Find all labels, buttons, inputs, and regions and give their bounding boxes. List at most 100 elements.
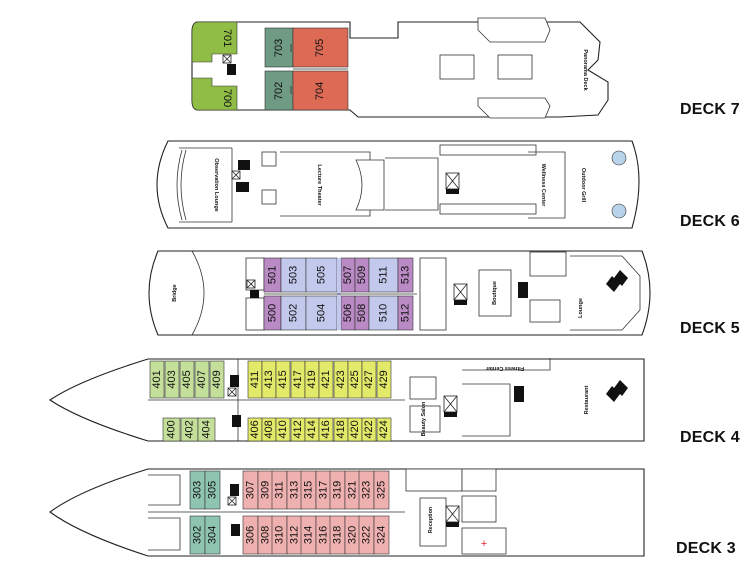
cabin-400[interactable]: 400 <box>162 417 181 442</box>
cabin-321-label: 321 <box>346 481 358 499</box>
cabin-417[interactable]: 417 <box>290 360 306 399</box>
cabin-306[interactable]: 306 <box>242 515 259 555</box>
cabin-321[interactable]: 321 <box>344 470 361 510</box>
stairs-icon-3 <box>443 395 458 418</box>
cabin-408[interactable]: 408 <box>261 417 277 442</box>
cabin-427[interactable]: 427 <box>361 360 377 399</box>
cabin-403[interactable]: 403 <box>164 360 180 399</box>
cabin-702[interactable] <box>264 70 294 111</box>
cabin-409[interactable]: 409 <box>209 360 225 399</box>
cabin-700[interactable] <box>191 77 238 111</box>
cabin-425[interactable]: 425 <box>347 360 363 399</box>
cabin-704[interactable] <box>292 70 349 111</box>
boutique-room <box>478 269 512 317</box>
cabin-401-label: 401 <box>151 370 163 388</box>
cabin-324-label: 324 <box>375 526 387 544</box>
cabin-506-label: 506 <box>342 304 354 322</box>
cabin-305[interactable]: 305 <box>204 470 221 510</box>
cabin-423[interactable]: 423 <box>333 360 349 399</box>
cabin-320[interactable]: 320 <box>344 515 361 555</box>
cabin-313[interactable]: 313 <box>286 470 303 510</box>
cabin-307[interactable]: 307 <box>242 470 259 510</box>
cabin-512[interactable]: 512 <box>397 295 414 331</box>
cabin-317[interactable]: 317 <box>315 470 332 510</box>
cabin-511[interactable]: 511 <box>368 257 399 293</box>
cabin-421[interactable]: 421 <box>318 360 334 399</box>
deck-5-service <box>419 257 447 331</box>
cabin-407[interactable]: 407 <box>194 360 210 399</box>
cabin-429[interactable]: 429 <box>376 360 392 399</box>
cabin-511-label: 511 <box>377 266 389 284</box>
cabin-420[interactable]: 420 <box>347 417 363 442</box>
cabin-700-label: 700 <box>221 89 233 107</box>
elevator-icon <box>222 54 232 64</box>
cabin-315[interactable]: 315 <box>300 470 317 510</box>
cabin-506[interactable]: 506 <box>340 295 356 331</box>
cabin-318[interactable]: 318 <box>329 515 346 555</box>
cabin-319[interactable]: 319 <box>329 470 346 510</box>
cabin-510[interactable]: 510 <box>368 295 399 331</box>
cabin-705[interactable] <box>292 27 349 68</box>
cabin-323[interactable]: 323 <box>358 470 375 510</box>
cabin-411[interactable]: 411 <box>247 360 263 399</box>
cabin-415[interactable]: 415 <box>275 360 291 399</box>
deck-6-room-b <box>261 189 277 205</box>
cabin-309[interactable]: 309 <box>257 470 274 510</box>
cabin-302[interactable]: 302 <box>189 515 206 555</box>
cabin-703[interactable] <box>264 27 294 68</box>
cabin-325[interactable]: 325 <box>373 470 390 510</box>
cabin-405[interactable]: 405 <box>179 360 195 399</box>
cabin-308[interactable]: 308 <box>257 515 274 555</box>
cabin-311[interactable]: 311 <box>271 470 288 510</box>
cabin-418[interactable]: 418 <box>333 417 349 442</box>
cabin-413[interactable]: 413 <box>261 360 277 399</box>
cabin-513[interactable]: 513 <box>397 257 414 293</box>
cabin-424-label: 424 <box>378 420 390 438</box>
cabin-422[interactable]: 422 <box>361 417 377 442</box>
cabin-303-label: 303 <box>191 481 203 499</box>
deck-6-label: DECK 6 <box>680 213 740 230</box>
cabin-414[interactable]: 414 <box>304 417 320 442</box>
elevator-icon <box>227 387 237 397</box>
cabin-324[interactable]: 324 <box>373 515 390 555</box>
piano-icon <box>606 380 628 402</box>
cabin-419-label: 419 <box>306 370 318 388</box>
cabin-509[interactable]: 509 <box>354 257 370 293</box>
cabin-303[interactable]: 303 <box>189 470 206 510</box>
cabin-419[interactable]: 419 <box>304 360 320 399</box>
stairs-icon-4 <box>514 386 524 402</box>
cabin-701[interactable] <box>191 21 238 63</box>
cabin-406[interactable]: 406 <box>247 417 263 442</box>
cabin-501-label: 501 <box>266 266 278 284</box>
cabin-502[interactable]: 502 <box>280 295 307 331</box>
cabin-401[interactable]: 401 <box>149 360 165 399</box>
cabin-312[interactable]: 312 <box>286 515 303 555</box>
cabin-410[interactable]: 410 <box>275 417 291 442</box>
cabin-501[interactable]: 501 <box>263 257 282 293</box>
cabin-322[interactable]: 322 <box>358 515 375 555</box>
deck-3-label: DECK 3 <box>676 540 736 557</box>
cabin-316[interactable]: 316 <box>315 515 332 555</box>
cabin-500[interactable]: 500 <box>263 295 282 331</box>
cabin-311-label: 311 <box>273 481 285 499</box>
cabin-304[interactable]: 304 <box>204 515 221 555</box>
cabin-314[interactable]: 314 <box>300 515 317 555</box>
cabin-508[interactable]: 508 <box>354 295 370 331</box>
cabin-305-label: 305 <box>206 481 218 499</box>
cabin-423-label: 423 <box>335 370 347 388</box>
cabin-404[interactable]: 404 <box>197 417 216 442</box>
cabin-310-label: 310 <box>273 526 285 544</box>
cabin-402[interactable]: 402 <box>180 417 199 442</box>
cabin-508-label: 508 <box>356 304 368 322</box>
cabin-416[interactable]: 416 <box>318 417 334 442</box>
cabin-310[interactable]: 310 <box>271 515 288 555</box>
cabin-504[interactable]: 504 <box>305 295 338 331</box>
lecture-theater-label: Lecture Theater <box>316 164 322 206</box>
cabin-505[interactable]: 505 <box>305 257 338 293</box>
cabin-507[interactable]: 507 <box>340 257 356 293</box>
cabin-507-label: 507 <box>342 266 354 284</box>
cabin-412[interactable]: 412 <box>290 417 306 442</box>
cabin-424[interactable]: 424 <box>376 417 392 442</box>
cabin-503[interactable]: 503 <box>280 257 307 293</box>
